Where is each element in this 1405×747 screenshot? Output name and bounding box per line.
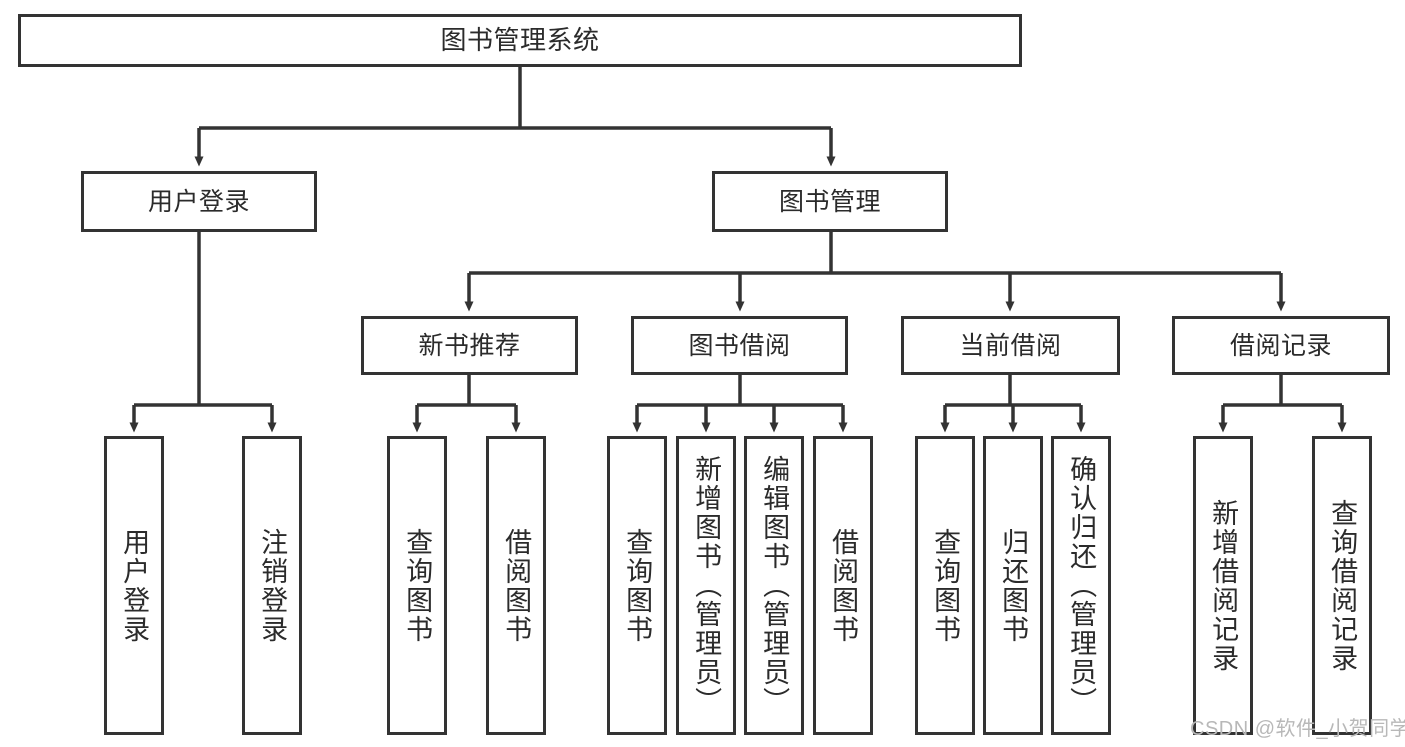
node-book-borrow-label: 图书借阅	[688, 331, 791, 360]
leaf-borrow-book-label: 借阅图书	[828, 527, 859, 644]
leaf-query-book-current-label: 查询图书	[930, 527, 961, 644]
node-current-borrow[interactable]: 当前借阅	[901, 316, 1120, 375]
leaf-borrow-book-recommend-label: 借阅图书	[501, 527, 532, 644]
leaf-confirm-return-label: 确认归还（管理员）	[1066, 455, 1097, 716]
leaf-query-book-borrow[interactable]: 查询图书	[607, 436, 667, 735]
leaf-query-borrow-record-label: 查询借阅记录	[1327, 498, 1358, 673]
leaf-borrow-book-recommend[interactable]: 借阅图书	[486, 436, 546, 735]
leaf-borrow-book[interactable]: 借阅图书	[813, 436, 873, 735]
leaf-edit-book-label: 编辑图书（管理员）	[759, 455, 790, 716]
watermark-text: CSDN @软件_小贺同学	[1190, 718, 1405, 740]
leaf-add-borrow-record[interactable]: 新增借阅记录	[1193, 436, 1253, 735]
node-current-borrow-label: 当前借阅	[959, 331, 1062, 360]
node-book-management-label: 图书管理	[778, 187, 881, 216]
leaf-logout[interactable]: 注销登录	[242, 436, 302, 735]
node-new-book-recommend-label: 新书推荐	[418, 331, 521, 360]
node-root-label: 图书管理系统	[440, 24, 600, 55]
leaf-return-book-label: 归还图书	[998, 527, 1029, 644]
leaf-add-book-label: 新增图书（管理员）	[691, 455, 722, 716]
leaf-query-book-recommend-label: 查询图书	[402, 527, 433, 644]
leaf-user-login[interactable]: 用户登录	[104, 436, 164, 735]
node-user-login[interactable]: 用户登录	[81, 171, 317, 232]
node-borrow-records-label: 借阅记录	[1229, 331, 1332, 360]
node-book-borrow[interactable]: 图书借阅	[631, 316, 848, 375]
node-new-book-recommend[interactable]: 新书推荐	[361, 316, 578, 375]
leaf-query-book-current[interactable]: 查询图书	[915, 436, 975, 735]
leaf-query-book-borrow-label: 查询图书	[622, 527, 653, 644]
leaf-logout-label: 注销登录	[257, 527, 288, 644]
node-borrow-records[interactable]: 借阅记录	[1172, 316, 1390, 375]
leaf-edit-book[interactable]: 编辑图书（管理员）	[744, 436, 804, 735]
leaf-add-book[interactable]: 新增图书（管理员）	[676, 436, 736, 735]
leaf-add-borrow-record-label: 新增借阅记录	[1208, 498, 1239, 673]
node-book-management[interactable]: 图书管理	[712, 171, 948, 232]
leaf-user-login-label: 用户登录	[119, 527, 150, 644]
leaf-confirm-return[interactable]: 确认归还（管理员）	[1051, 436, 1111, 735]
node-user-login-label: 用户登录	[147, 187, 250, 216]
leaf-query-borrow-record[interactable]: 查询借阅记录	[1312, 436, 1372, 735]
leaf-query-book-recommend[interactable]: 查询图书	[387, 436, 447, 735]
leaf-return-book[interactable]: 归还图书	[983, 436, 1043, 735]
node-root[interactable]: 图书管理系统	[18, 14, 1022, 67]
